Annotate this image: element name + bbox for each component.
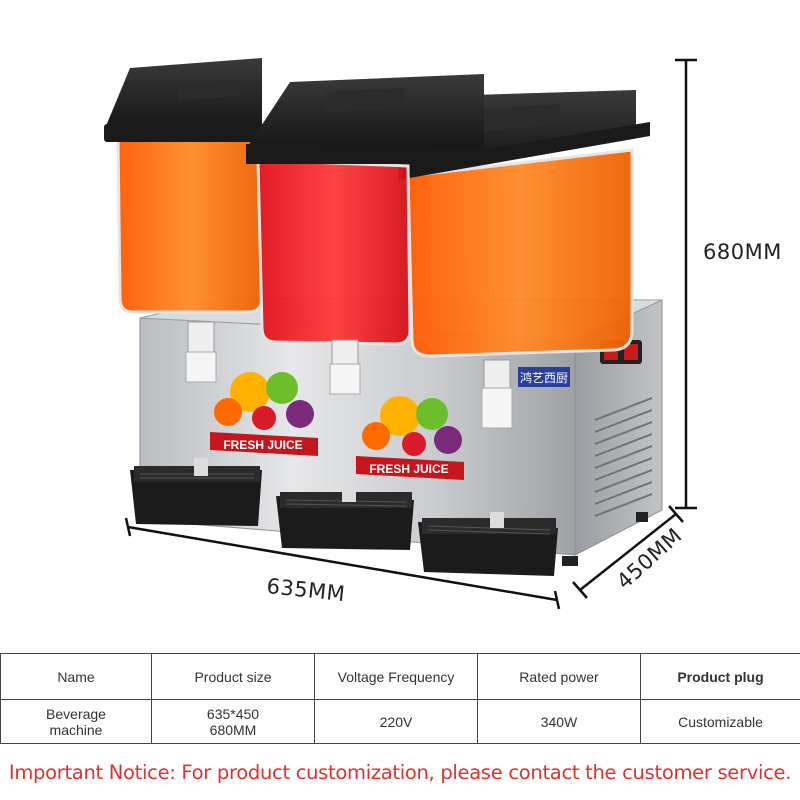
depth-dimension-line	[572, 505, 684, 599]
tank-lid-2[interactable]	[246, 74, 486, 164]
juice-tank-3	[406, 148, 634, 358]
dispense-tap-3[interactable]	[481, 359, 513, 429]
table-row: Beverage machine 635*450 680MM 220V 340W…	[0, 699, 800, 744]
tank-lid-1[interactable]	[104, 58, 266, 142]
machine-foot	[636, 512, 648, 522]
header-rated-power: Rated power	[477, 653, 641, 700]
header-name: Name	[0, 653, 152, 700]
juice-tank-1	[116, 134, 264, 314]
fresh-juice-decal-1: FRESH JUICE	[210, 372, 318, 456]
cell-name: Beverage machine	[0, 699, 152, 744]
height-dimension-label: 680MM	[703, 240, 782, 264]
width-dimension-line	[124, 517, 561, 610]
cell-size-line-1: 635*450	[206, 705, 260, 722]
fresh-juice-decal-2: FRESH JUICE	[356, 396, 464, 480]
dispense-tap-2[interactable]	[329, 339, 361, 395]
decal-banner-text: FRESH JUICE	[369, 462, 448, 476]
cell-product-size: 635*450 680MM	[151, 699, 315, 744]
side-vents	[594, 397, 653, 517]
beverage-dispenser-illustration: 鸿艺西厨 FRESH JUICE FRESH JUICE	[104, 58, 697, 610]
juice-tank-2	[256, 158, 412, 346]
cell-name-line-1: Beverage	[46, 705, 106, 722]
cell-name-line-2: machine	[49, 721, 103, 738]
cell-size-line-2: 680MM	[209, 721, 257, 738]
dispense-tap-1[interactable]	[185, 321, 217, 383]
cell-product-plug: Customizable	[640, 699, 800, 744]
cell-rated-power: 340W	[477, 699, 641, 744]
cell-voltage: 220V	[314, 699, 478, 744]
drip-tray-3[interactable]	[418, 512, 558, 576]
header-voltage-frequency: Voltage Frequency	[314, 653, 478, 700]
header-product-size: Product size	[151, 653, 315, 700]
decal-banner-text: FRESH JUICE	[223, 438, 302, 452]
customization-notice: Important Notice: For product customizat…	[8, 761, 792, 784]
table-header-row: Name Product size Voltage Frequency Rate…	[0, 653, 800, 700]
spec-table: Name Product size Voltage Frequency Rate…	[0, 653, 800, 744]
height-dimension-line	[675, 58, 697, 510]
brand-label: 鸿艺西厨	[520, 371, 568, 385]
brand-badge: 鸿艺西厨	[518, 367, 570, 387]
drip-tray-1[interactable]	[130, 458, 262, 526]
machine-foot	[562, 556, 578, 566]
drip-tray-2[interactable]	[276, 486, 414, 550]
header-product-plug: Product plug	[640, 653, 800, 700]
